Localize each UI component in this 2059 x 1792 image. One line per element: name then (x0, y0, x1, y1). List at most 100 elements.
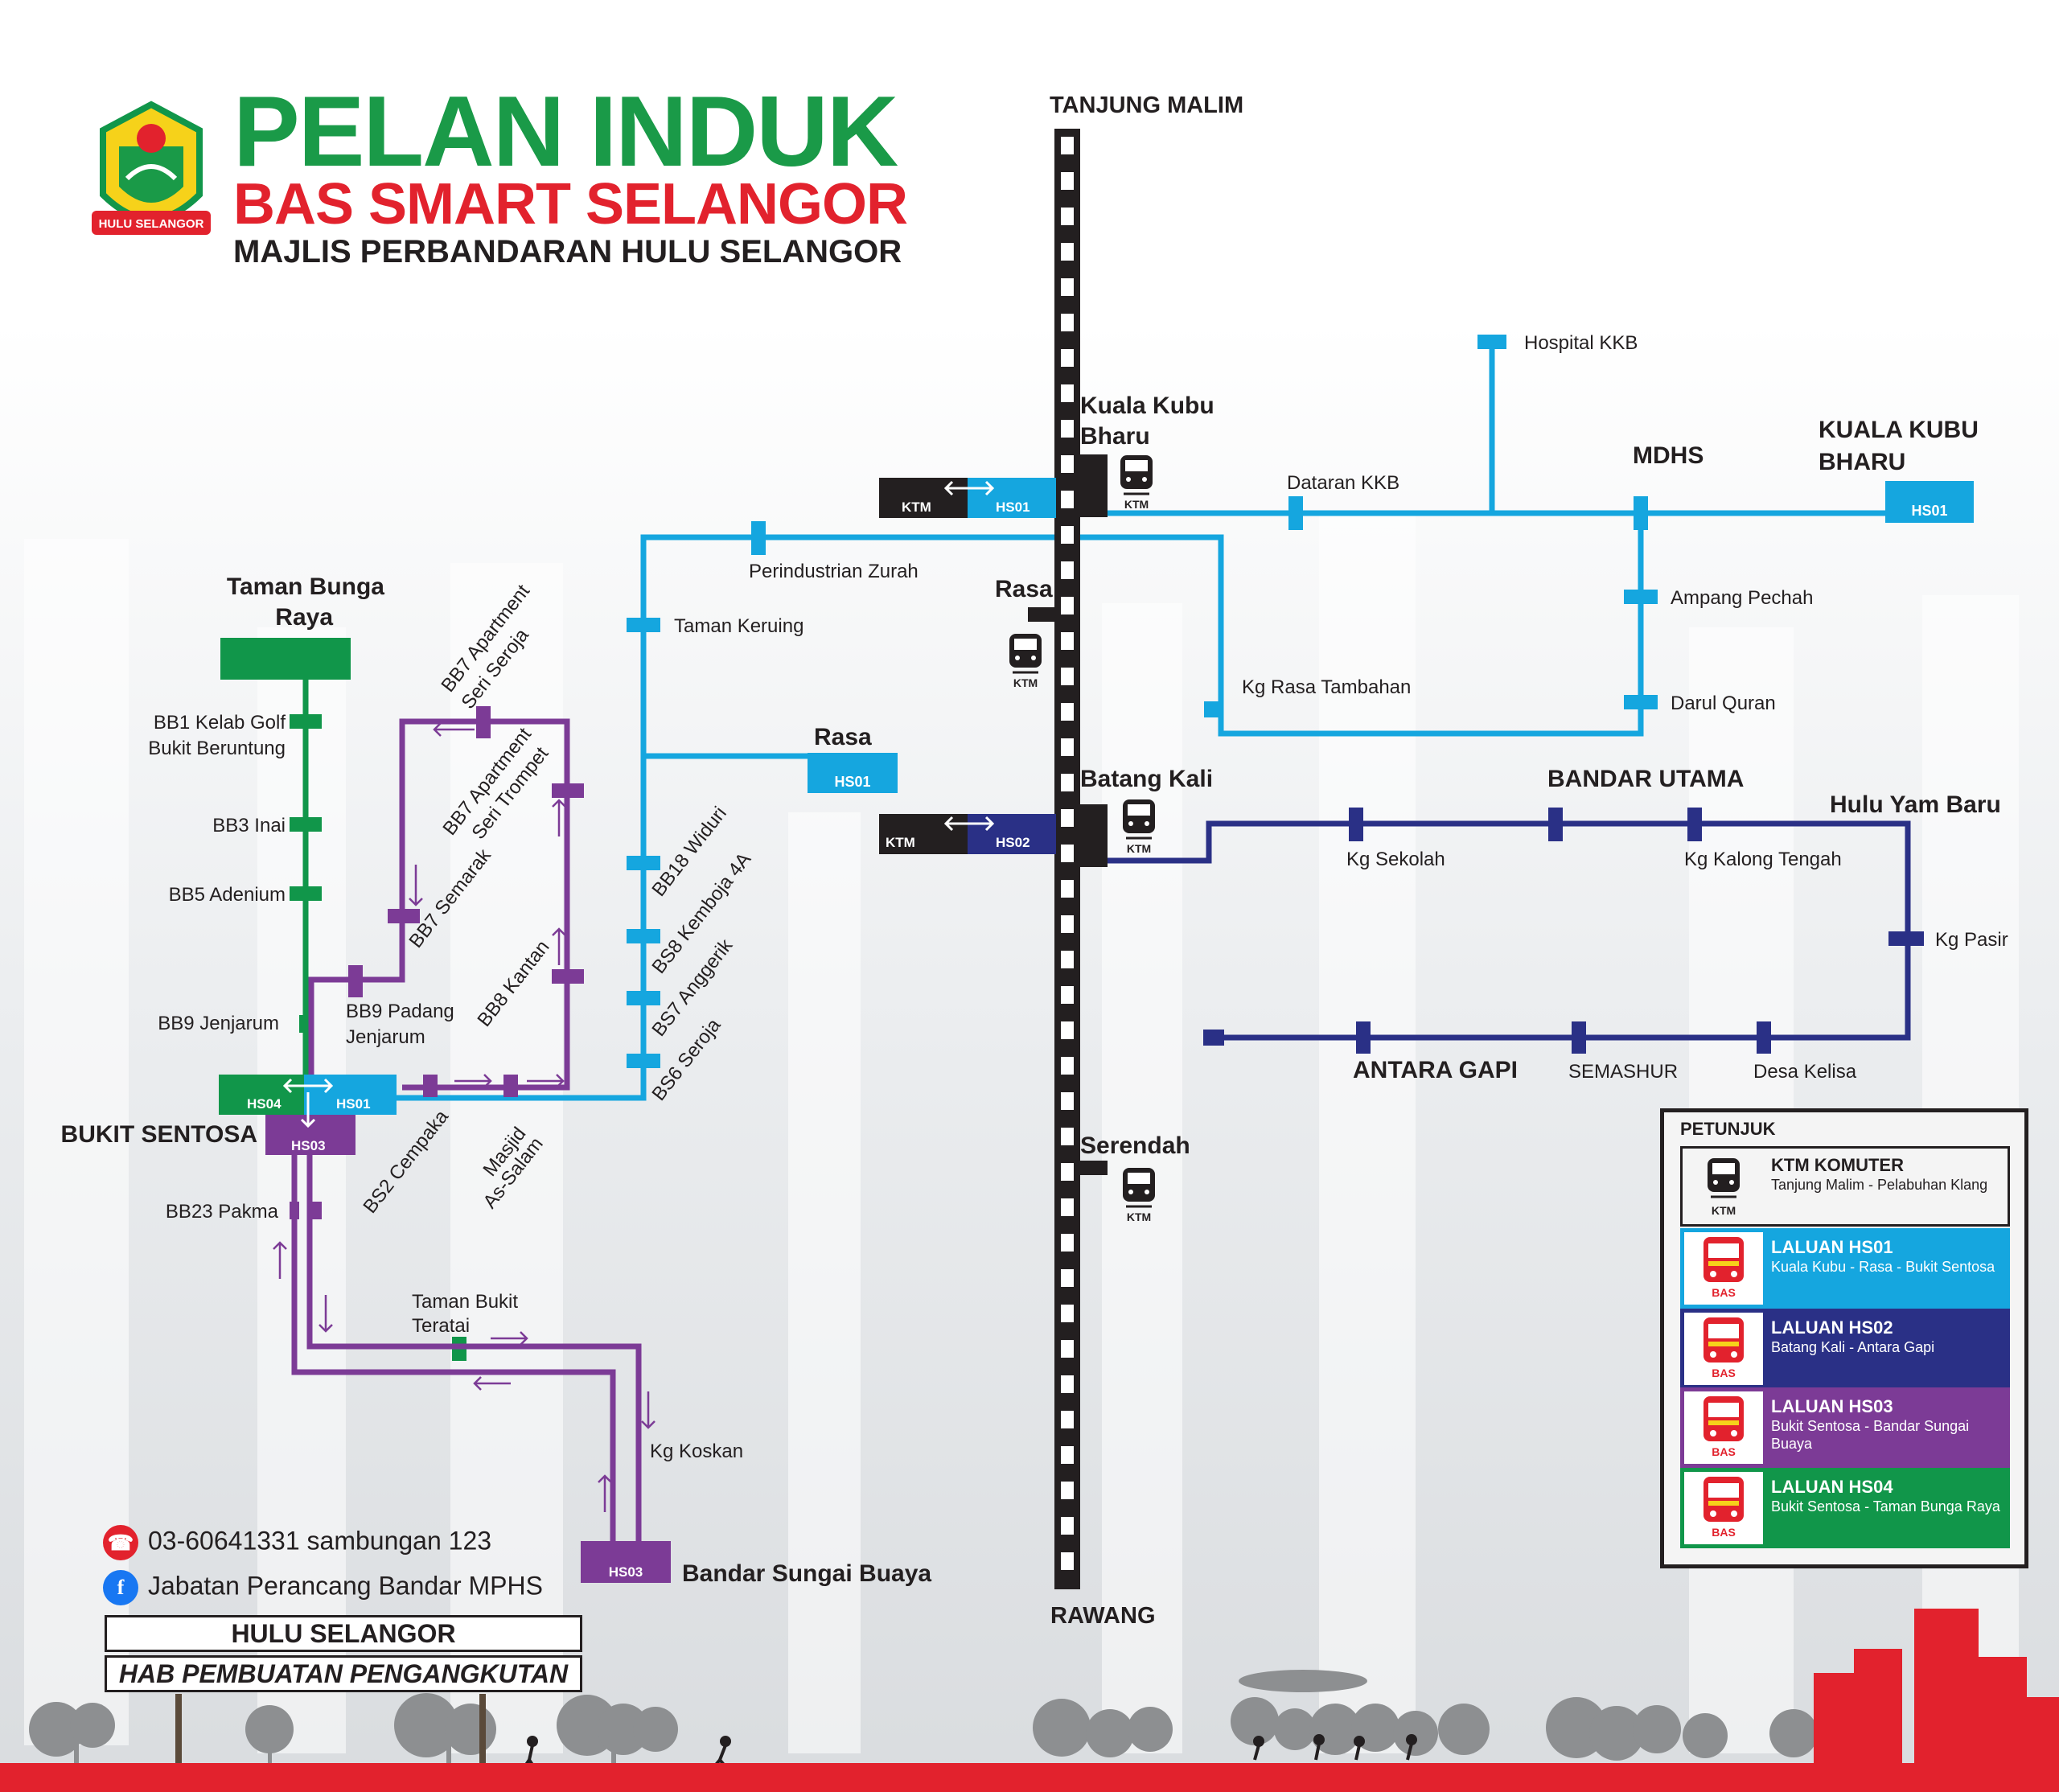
legend-panel: PETUNJUK KTM KTM KOMUTER Tanjung Malim - P… (1660, 1108, 2028, 1568)
sungai-buaya-terminus: HS03 (581, 1541, 671, 1583)
stop-kg-koskan: Kg Koskan (650, 1441, 743, 1462)
rail-north-end: TANJUNG MALIM (1050, 92, 1243, 118)
svg-text:KTM: KTM (1124, 498, 1149, 511)
hub-bukit-sentosa: BUKIT SENTOSA (61, 1121, 257, 1148)
svg-text:HS01: HS01 (996, 499, 1030, 515)
direction-arrows (273, 722, 656, 1512)
svg-text:BAS: BAS (1712, 1286, 1736, 1299)
station-rasa: Rasa (995, 576, 1053, 602)
svg-text:KTM: KTM (1127, 842, 1151, 855)
bus-icon: BAS (1684, 1391, 1763, 1464)
hs03-stop-markers (290, 706, 584, 1219)
contact-phone: ☎03-60641331 sambungan 123 (103, 1525, 491, 1560)
stop-kg-pasir: Kg Pasir (1935, 929, 2008, 951)
svg-text:KTM: KTM (1712, 1204, 1736, 1217)
train-icon: KTM (1123, 1168, 1155, 1223)
svg-text:HS01: HS01 (834, 774, 870, 790)
facebook-page: Jabatan Perancang Bandar MPHS (148, 1571, 543, 1601)
interchange-ktm-hs01: KTM HS01 (879, 478, 1056, 518)
stop-rasa-hs01: Rasa (814, 724, 872, 750)
stop-bandar-utama: BANDAR UTAMA (1547, 766, 1744, 792)
ground-strip (0, 1763, 2059, 1792)
station-batang-kali: Batang Kali (1080, 766, 1213, 792)
legend-item-desc: Batang Kali - Antara Gapi (1771, 1339, 1935, 1355)
rasa-hs01-terminus: HS01 (808, 753, 898, 793)
contact-facebook: f Jabatan Perancang Bandar MPHS (103, 1570, 543, 1605)
stop-taman-bunga-raya-line1: Taman Bunga (227, 573, 384, 600)
svg-text:HS01: HS01 (1911, 503, 1947, 519)
svg-text:BAS: BAS (1712, 1367, 1736, 1379)
sign-posts (175, 1694, 486, 1766)
route-hs03 (291, 718, 642, 1544)
station-kkb-line2: Bharu (1080, 423, 1150, 450)
mphs-logo: HULU SELANGOR (92, 101, 211, 235)
hs04-stop-markers (290, 714, 466, 1361)
stop-bb1-kelab-golf: BB1 Kelab Golf (154, 712, 286, 734)
svg-text:HS04: HS04 (247, 1096, 282, 1112)
title-block: PELAN INDUK BAS SMART SELANGOR MAJLIS PE… (233, 76, 908, 270)
svg-text:HS01: HS01 (336, 1096, 371, 1112)
svg-text:HS03: HS03 (291, 1138, 326, 1153)
hs02-stop-markers (1203, 808, 1924, 1054)
sign-hulu-selangor: HULU SELANGOR (105, 1615, 582, 1652)
train-icon: KTM (1684, 1150, 1763, 1223)
svg-text:KTM: KTM (902, 499, 931, 515)
legend-item-desc: Kuala Kubu - Rasa - Bukit Sentosa (1771, 1259, 1995, 1275)
svg-text:HS03: HS03 (609, 1564, 643, 1580)
stop-taman-keruing: Taman Keruing (674, 615, 803, 637)
stop-kkb-terminus-line1: KUALA KUBU (1819, 417, 1979, 443)
stop-hospital-kkb: Hospital KKB (1524, 332, 1638, 354)
phone-icon: ☎ (103, 1525, 138, 1560)
stop-bb9-padang: BB9 Padang (346, 1001, 454, 1022)
stop-bb23-pakma: BB23 Pakma (166, 1201, 279, 1223)
bus-icon: BAS (1684, 1313, 1763, 1385)
legend-item-desc: Bukit Sentosa - Taman Bunga Raya (1771, 1498, 2000, 1515)
stop-kkb-terminus-line2: BHARU (1819, 449, 1905, 475)
stop-taman-bukit-1: Taman Bukit (412, 1291, 518, 1313)
train-icon: KTM (1120, 455, 1153, 511)
stop-ampang-pechah: Ampang Pechah (1671, 587, 1813, 609)
legend-item-name: LALUAN HS03 (1771, 1396, 1893, 1416)
title-council: MAJLIS PERBANDARAN HULU SELANGOR (233, 234, 902, 269)
bus-icon: BAS (1684, 1472, 1763, 1544)
stop-taman-bunga-raya-line2: Raya (275, 604, 333, 631)
stop-desa-kelisa: Desa Kelisa (1753, 1061, 1857, 1083)
stop-hulu-yam-baru: Hulu Yam Baru (1830, 791, 2001, 818)
title-sub: BAS SMART SELANGOR (233, 172, 908, 236)
ktm-station-markers (1028, 454, 1108, 1175)
svg-text:KTM: KTM (1127, 1210, 1151, 1223)
city-skyline-red (1814, 1609, 2059, 1765)
legend-title: PETUNJUK (1680, 1119, 1776, 1139)
stop-bb5-adenium: BB5 Adenium (169, 884, 286, 906)
stop-kg-sekolah: Kg Sekolah (1346, 849, 1445, 870)
stop-taman-bukit-2: Teratai (412, 1315, 470, 1337)
interchange-ktm-hs02: KTM HS02 (879, 814, 1056, 854)
stop-dataran-kkb: Dataran KKB (1287, 472, 1399, 494)
legend-item-name: LALUAN HS02 (1771, 1317, 1893, 1338)
station-serendah: Serendah (1080, 1132, 1190, 1159)
bukit-sentosa-hub: HS04 HS01 HS03 (219, 638, 397, 1155)
svg-text:KTM: KTM (1013, 676, 1038, 689)
stop-bandar-sungai-buaya: Bandar Sungai Buaya (682, 1560, 931, 1587)
facebook-icon: f (103, 1570, 138, 1605)
stop-bb3-inai: BB3 Inai (212, 815, 286, 836)
tree-silhouettes (29, 1670, 1864, 1765)
route-hs01 (394, 342, 1969, 1101)
legend-item-name: KTM KOMUTER (1771, 1155, 1904, 1175)
svg-text:KTM: KTM (886, 835, 915, 850)
svg-text:HULU SELANGOR: HULU SELANGOR (99, 217, 204, 231)
title-main: PELAN INDUK (233, 76, 898, 187)
legend-item: KTM KTM KOMUTER Tanjung Malim - Pelabuhan … (1680, 1146, 2010, 1227)
legend-item-desc: Tanjung Malim - Pelabuhan Klang (1771, 1177, 1988, 1193)
stop-jenjarum: Jenjarum (346, 1026, 425, 1048)
bus-icon: BAS (1684, 1232, 1763, 1305)
ktm-rail-line (1054, 129, 1080, 1589)
stop-perindustrian-zurah: Perindustrian Zurah (749, 561, 919, 582)
stop-antara-gapi: ANTARA GAPI (1353, 1057, 1518, 1083)
kkb-hs01-terminus: HS01 (1885, 481, 1974, 523)
sign-hab-pembuatan: HAB PEMBUATAN PENGANGKUTAN (105, 1655, 582, 1692)
legend-item-name: LALUAN HS04 (1771, 1477, 1893, 1497)
